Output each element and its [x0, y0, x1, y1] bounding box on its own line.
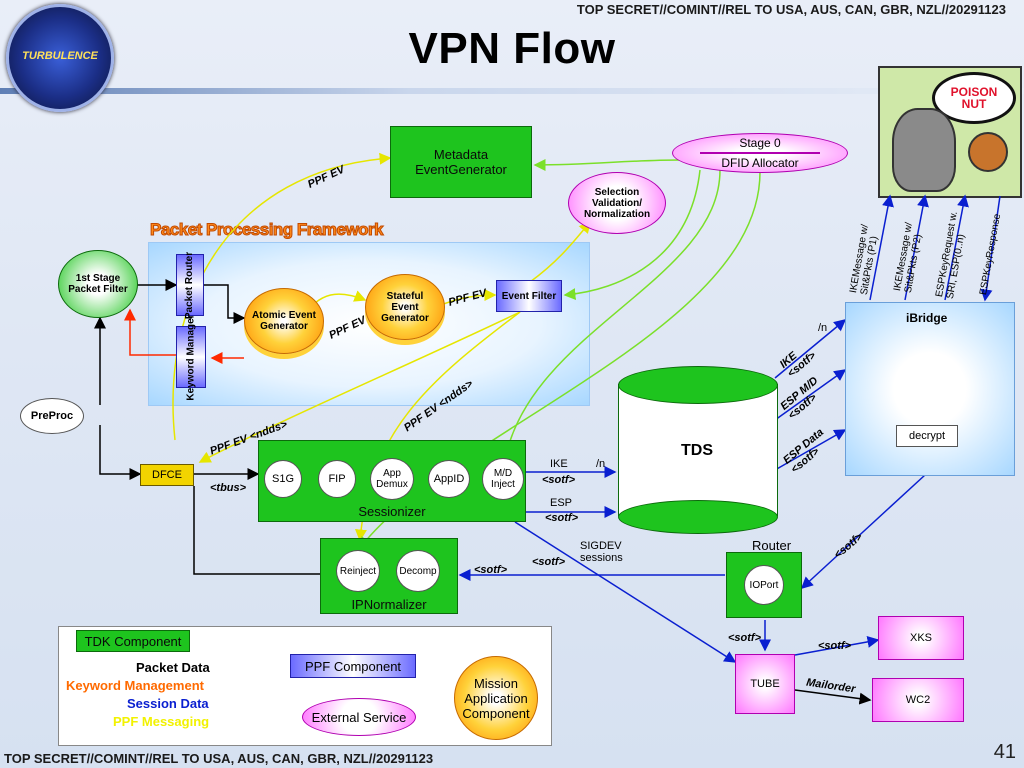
- label-ike: IKE: [550, 458, 568, 470]
- edge-tds-ibr-data: [774, 429, 847, 471]
- stage0-divider: [700, 152, 820, 154]
- nut-icon: [968, 132, 1008, 172]
- stage1-packet-filter[interactable]: 1st Stage Packet Filter: [58, 250, 138, 318]
- preproc[interactable]: PreProc: [20, 398, 84, 434]
- key-tdk-component: TDK Component: [76, 630, 190, 652]
- edge-ibr-ioport: [800, 463, 937, 590]
- ioport-node[interactable]: IOPort: [744, 565, 784, 605]
- selection-validation[interactable]: Selection Validation/ Normalization: [568, 172, 666, 234]
- edge-kwm-filter: [124, 308, 176, 356]
- ppf-title: Packet Processing Framework: [149, 220, 384, 240]
- edge-ibr-cartoon-3: [944, 194, 969, 301]
- ibridge-box[interactable]: iBridge decrypt: [845, 302, 1015, 476]
- label-tbus: <tbus>: [210, 482, 247, 494]
- header-rule: [0, 88, 1024, 94]
- dfid-allocator-label: DFID Allocator: [721, 156, 799, 170]
- label-ike-n: /n: [596, 458, 606, 470]
- packet-router-label: Packet Router: [184, 251, 196, 319]
- logo-text: TURBULENCE: [22, 50, 98, 62]
- label-esp-sotf: <sotf>: [545, 512, 579, 524]
- appid-node[interactable]: AppID: [428, 460, 470, 498]
- edge-ppf-to-metadata: [172, 152, 392, 441]
- event-filter[interactable]: Event Filter: [496, 280, 562, 312]
- edge-tube-wc2: [794, 689, 872, 705]
- packet-router[interactable]: Packet Router: [176, 251, 204, 319]
- key-title: Key: [230, 638, 260, 655]
- fip-node[interactable]: FIP: [318, 460, 356, 498]
- label-sotf-ipn: <sotf>: [474, 564, 508, 576]
- key-ppf-messaging: PPF Messaging: [113, 714, 210, 729]
- ipnormalizer-label: IPNormalizer: [351, 597, 427, 612]
- edge-evfilter-selval: [529, 220, 591, 283]
- edge-stage0-md: [501, 169, 721, 462]
- key-external-service: External Service: [302, 698, 416, 736]
- keyword-manager[interactable]: Keyword Manager: [176, 314, 206, 400]
- edge-evfilter-dfce: [198, 311, 521, 463]
- stage0-label: Stage 0: [739, 136, 781, 150]
- key-packet-data: Packet Data: [136, 660, 210, 675]
- poison-nut-cartoon: POISON NUT: [878, 66, 1022, 198]
- tds-bottom: [618, 500, 778, 534]
- sessionizer-label: Sessionizer: [358, 504, 426, 519]
- tds-body: [618, 384, 778, 516]
- label-esp: ESP: [550, 497, 573, 509]
- label-ike-sotf: <sotf>: [542, 474, 576, 486]
- reinject-node[interactable]: Reinject: [336, 550, 380, 592]
- classification-banner-bottom: TOP SECRET//COMINT//REL TO USA, AUS, CAN…: [4, 751, 434, 766]
- edge-ibr-cartoon-1: [869, 194, 894, 301]
- edge-tube-xks: [794, 635, 880, 656]
- dfce[interactable]: DFCE: [140, 464, 194, 486]
- metadata-event-generator[interactable]: Metadata EventGenerator: [390, 126, 532, 198]
- edge-tds-ibr-md: [774, 369, 847, 421]
- wc2-box[interactable]: WC2: [872, 678, 964, 722]
- app-demux-node[interactable]: App Demux: [370, 458, 414, 500]
- md-inject-node[interactable]: M/D Inject: [482, 458, 524, 500]
- edge-ibr-cartoon-2: [904, 194, 929, 301]
- edge-sess-tube: [514, 521, 737, 663]
- ppf-region: [148, 242, 590, 406]
- decrypt-box[interactable]: decrypt: [896, 425, 958, 447]
- slide-number: 41: [993, 741, 1016, 763]
- tube-box[interactable]: TUBE: [735, 654, 795, 714]
- xks-box[interactable]: XKS: [878, 616, 964, 660]
- key-ppf-component: PPF Component: [290, 654, 416, 678]
- stateful-event-generator[interactable]: Stateful Event Generator: [365, 274, 445, 340]
- classification-banner-top: TOP SECRET//COMINT//REL TO USA, AUS, CAN…: [576, 2, 1006, 17]
- edge-ipn-dfce: [193, 486, 322, 575]
- edge-router-atomic: [200, 284, 246, 324]
- label-sotf-xks: <sotf>: [818, 640, 852, 652]
- edge-tds-ibr-ike: [774, 319, 847, 379]
- edge-preproc-dfce: [99, 425, 142, 480]
- tds-label: TDS: [681, 442, 713, 459]
- label-sotf-ipn2: <sotf>: [532, 556, 566, 568]
- edge-stage0-evfilter: [563, 169, 701, 301]
- key-mission-app: Mission Application Component: [454, 656, 538, 740]
- poison-nut-text: POISON NUT: [950, 85, 998, 111]
- key-keyword-mgmt: Keyword Management: [66, 678, 204, 693]
- tds-top: [618, 366, 778, 404]
- tds-cylinder[interactable]: TDS: [618, 366, 778, 534]
- label-sotf-tube: <sotf>: [728, 632, 762, 644]
- s1g-node[interactable]: S1G: [264, 460, 302, 498]
- router-label: Router: [752, 538, 792, 553]
- stage0-box[interactable]: Stage 0 DFID Allocator: [672, 133, 848, 173]
- key-session-data: Session Data: [127, 696, 209, 711]
- decomp-node[interactable]: Decomp: [396, 550, 440, 592]
- keyword-manager-label: Keyword Manager: [185, 313, 197, 401]
- label-ibr-n: /n: [818, 322, 828, 334]
- ibridge-label: iBridge: [906, 311, 948, 325]
- squirrel-icon: [892, 108, 956, 192]
- ioport-box[interactable]: IOPort: [726, 552, 802, 618]
- turbulence-logo: TURBULENCE: [6, 4, 114, 112]
- atomic-event-generator[interactable]: Atomic Event Generator: [244, 288, 324, 354]
- edge-stage0-metadata: [533, 158, 681, 171]
- edge-cartoon-ibr: [980, 195, 1001, 302]
- label-sigdev: SIGDEV sessions: [580, 540, 623, 564]
- page-title: VPN Flow: [408, 24, 616, 73]
